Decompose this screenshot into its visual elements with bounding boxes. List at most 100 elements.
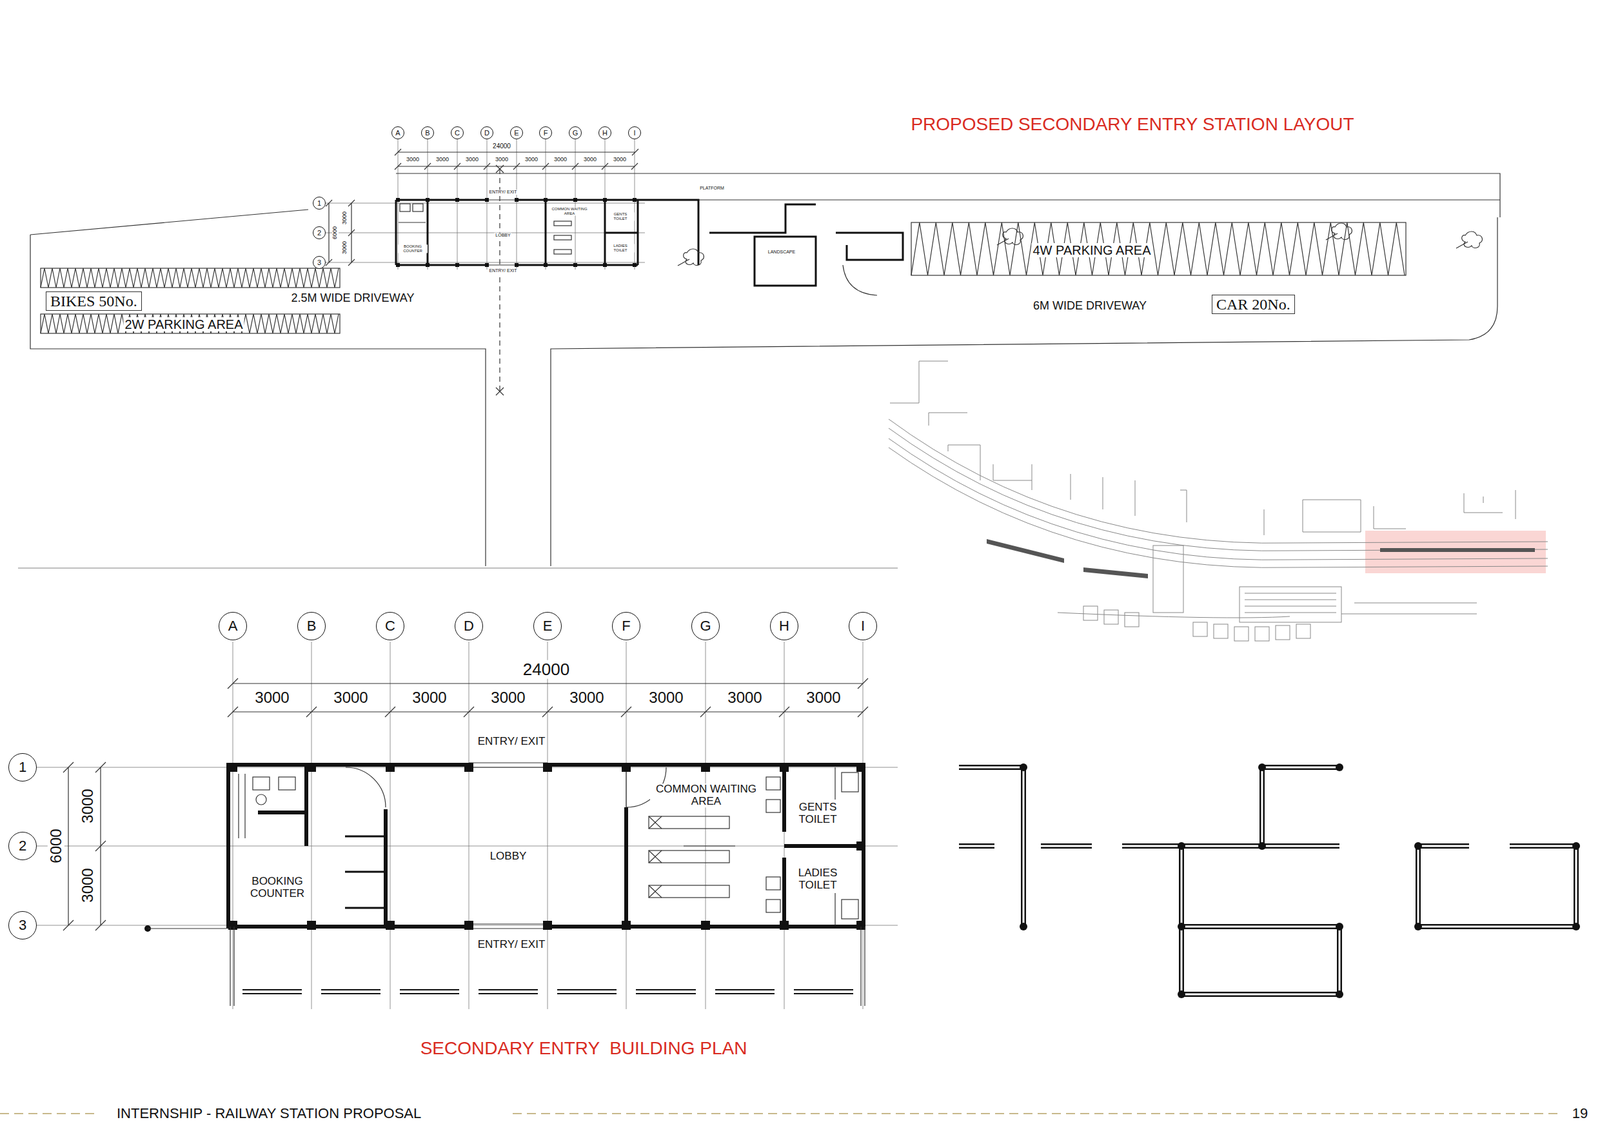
grid-bubble: 1 — [8, 753, 37, 782]
room-label: 2W PARKING AREA — [123, 317, 244, 332]
grid-bubble: B — [297, 612, 326, 641]
dimension-text: 3000 — [79, 866, 97, 904]
dimension-text: 3000 — [804, 689, 842, 707]
dimension-text: 3000 — [404, 156, 421, 164]
dimension-text: 3000 — [647, 689, 685, 707]
key-plan — [888, 361, 1548, 642]
room-label: BOOKING COUNTER — [397, 244, 428, 253]
node-text: C — [454, 129, 460, 137]
room-label: GENTS TOILET — [606, 212, 635, 221]
grid-bubble: E — [510, 126, 524, 140]
grid-bubble: B — [421, 126, 435, 140]
top-building-walls — [395, 197, 903, 286]
dimension-text: 3000 — [568, 689, 605, 707]
dimension-text: 6000 — [332, 225, 339, 241]
node-text: G — [699, 619, 711, 634]
parking-hatch — [40, 222, 1406, 334]
grid-bubble: A — [218, 612, 247, 641]
node-text: B — [424, 129, 430, 137]
drawing-title: PROPOSED SECONDARY ENTRY STATION LAYOUT — [909, 114, 1355, 135]
grid-bubble: I — [848, 612, 878, 641]
room-label: LOBBY — [488, 850, 529, 863]
plan-walls — [144, 762, 866, 1007]
capacity-box: BIKES 50No. — [45, 291, 142, 311]
room-label: BOOKING COUNTER — [243, 875, 311, 900]
dimension-text: 24000 — [521, 660, 571, 680]
grid-bubble: D — [480, 126, 494, 140]
dimension-text: 3000 — [434, 156, 451, 164]
room-label: LADIES TOILET — [606, 243, 635, 253]
node-text: C — [385, 619, 396, 634]
grid-bubble: I — [628, 126, 642, 140]
grid-bubble: 2 — [312, 226, 326, 240]
footer-text: INTERNSHIP - RAILWAY STATION PROPOSAL — [115, 1106, 423, 1122]
grid-bubble: 2 — [8, 831, 37, 861]
node-text: H — [779, 619, 790, 634]
grid-bubble: C — [450, 126, 464, 140]
room-label: LANDSCAPE — [766, 249, 797, 255]
dimension-text: 3000 — [582, 156, 598, 164]
node-text: I — [860, 619, 865, 634]
grid-bubble: C — [375, 612, 405, 641]
room-label: GENTS TOILET — [793, 801, 842, 826]
grid-bubble: F — [539, 126, 553, 140]
dimension-text: 3000 — [489, 689, 527, 707]
room-label: PLATFORM — [698, 185, 726, 191]
dimension-text: 3000 — [79, 787, 97, 825]
node-text: 3 — [18, 918, 27, 933]
dimension-text: 3000 — [410, 689, 448, 707]
room-label: 2.5M WIDE DRIVEWAY — [289, 292, 416, 306]
grid-bubble: 3 — [8, 911, 37, 940]
top-grid — [325, 139, 645, 270]
dimension-text: 3000 — [341, 210, 349, 226]
room-label: COMMON WAITING AREA — [650, 783, 763, 808]
node-text: B — [306, 619, 317, 634]
node-text: E — [513, 129, 519, 137]
node-text: CAR 20No. — [1216, 296, 1291, 313]
node-text: F — [621, 619, 631, 634]
plan-grid — [36, 641, 898, 1010]
node-text: 3 — [317, 259, 322, 267]
node-text: BIKES 50No. — [50, 292, 138, 310]
node-text: A — [228, 619, 238, 634]
dimension-text: 3000 — [552, 156, 569, 164]
platform-structures — [958, 763, 1581, 999]
dimension-text: 3000 — [253, 689, 291, 707]
node-text: A — [395, 129, 400, 137]
node-text: 1 — [18, 760, 27, 775]
grid-bubble: H — [598, 126, 612, 140]
node-text: E — [543, 619, 553, 634]
room-label: 4W PARKING AREA — [1031, 243, 1152, 258]
node-text: F — [543, 129, 549, 137]
dimension-text: 3000 — [612, 156, 628, 164]
dimension-text: 3000 — [493, 156, 510, 164]
dimension-text: 24000 — [491, 142, 513, 150]
grid-bubble: H — [770, 612, 799, 641]
node-text: I — [633, 129, 636, 137]
room-label: COMMON WAITING AREA — [548, 207, 591, 216]
node-text: 1 — [317, 199, 322, 208]
grid-bubble: G — [568, 126, 582, 140]
room-label: ENTRY/ EXIT — [476, 938, 547, 952]
capacity-box: CAR 20No. — [1211, 294, 1295, 315]
room-label: 6M WIDE DRIVEWAY — [1031, 299, 1148, 313]
dimension-text: 3000 — [332, 689, 369, 707]
grid-bubble: 3 — [312, 256, 326, 269]
room-label: ENTRY/ EXIT — [476, 735, 547, 749]
grid-bubble: A — [391, 126, 405, 140]
node-text: D — [484, 129, 490, 137]
dimension-text: 3000 — [341, 239, 349, 256]
dimension-text: 3000 — [523, 156, 540, 164]
grid-bubble: G — [691, 612, 720, 641]
node-text: H — [602, 129, 608, 137]
page-number: 19 — [1570, 1106, 1590, 1122]
dimension-text: 6000 — [47, 827, 65, 865]
node-text: 2 — [317, 229, 322, 237]
node-text: 2 — [18, 839, 27, 854]
room-label: LOBBY — [493, 232, 512, 238]
grid-bubble: 1 — [312, 196, 326, 210]
dimension-text: 3000 — [726, 689, 763, 707]
dimension-text: 3000 — [464, 156, 480, 164]
grid-bubble: D — [454, 612, 484, 641]
